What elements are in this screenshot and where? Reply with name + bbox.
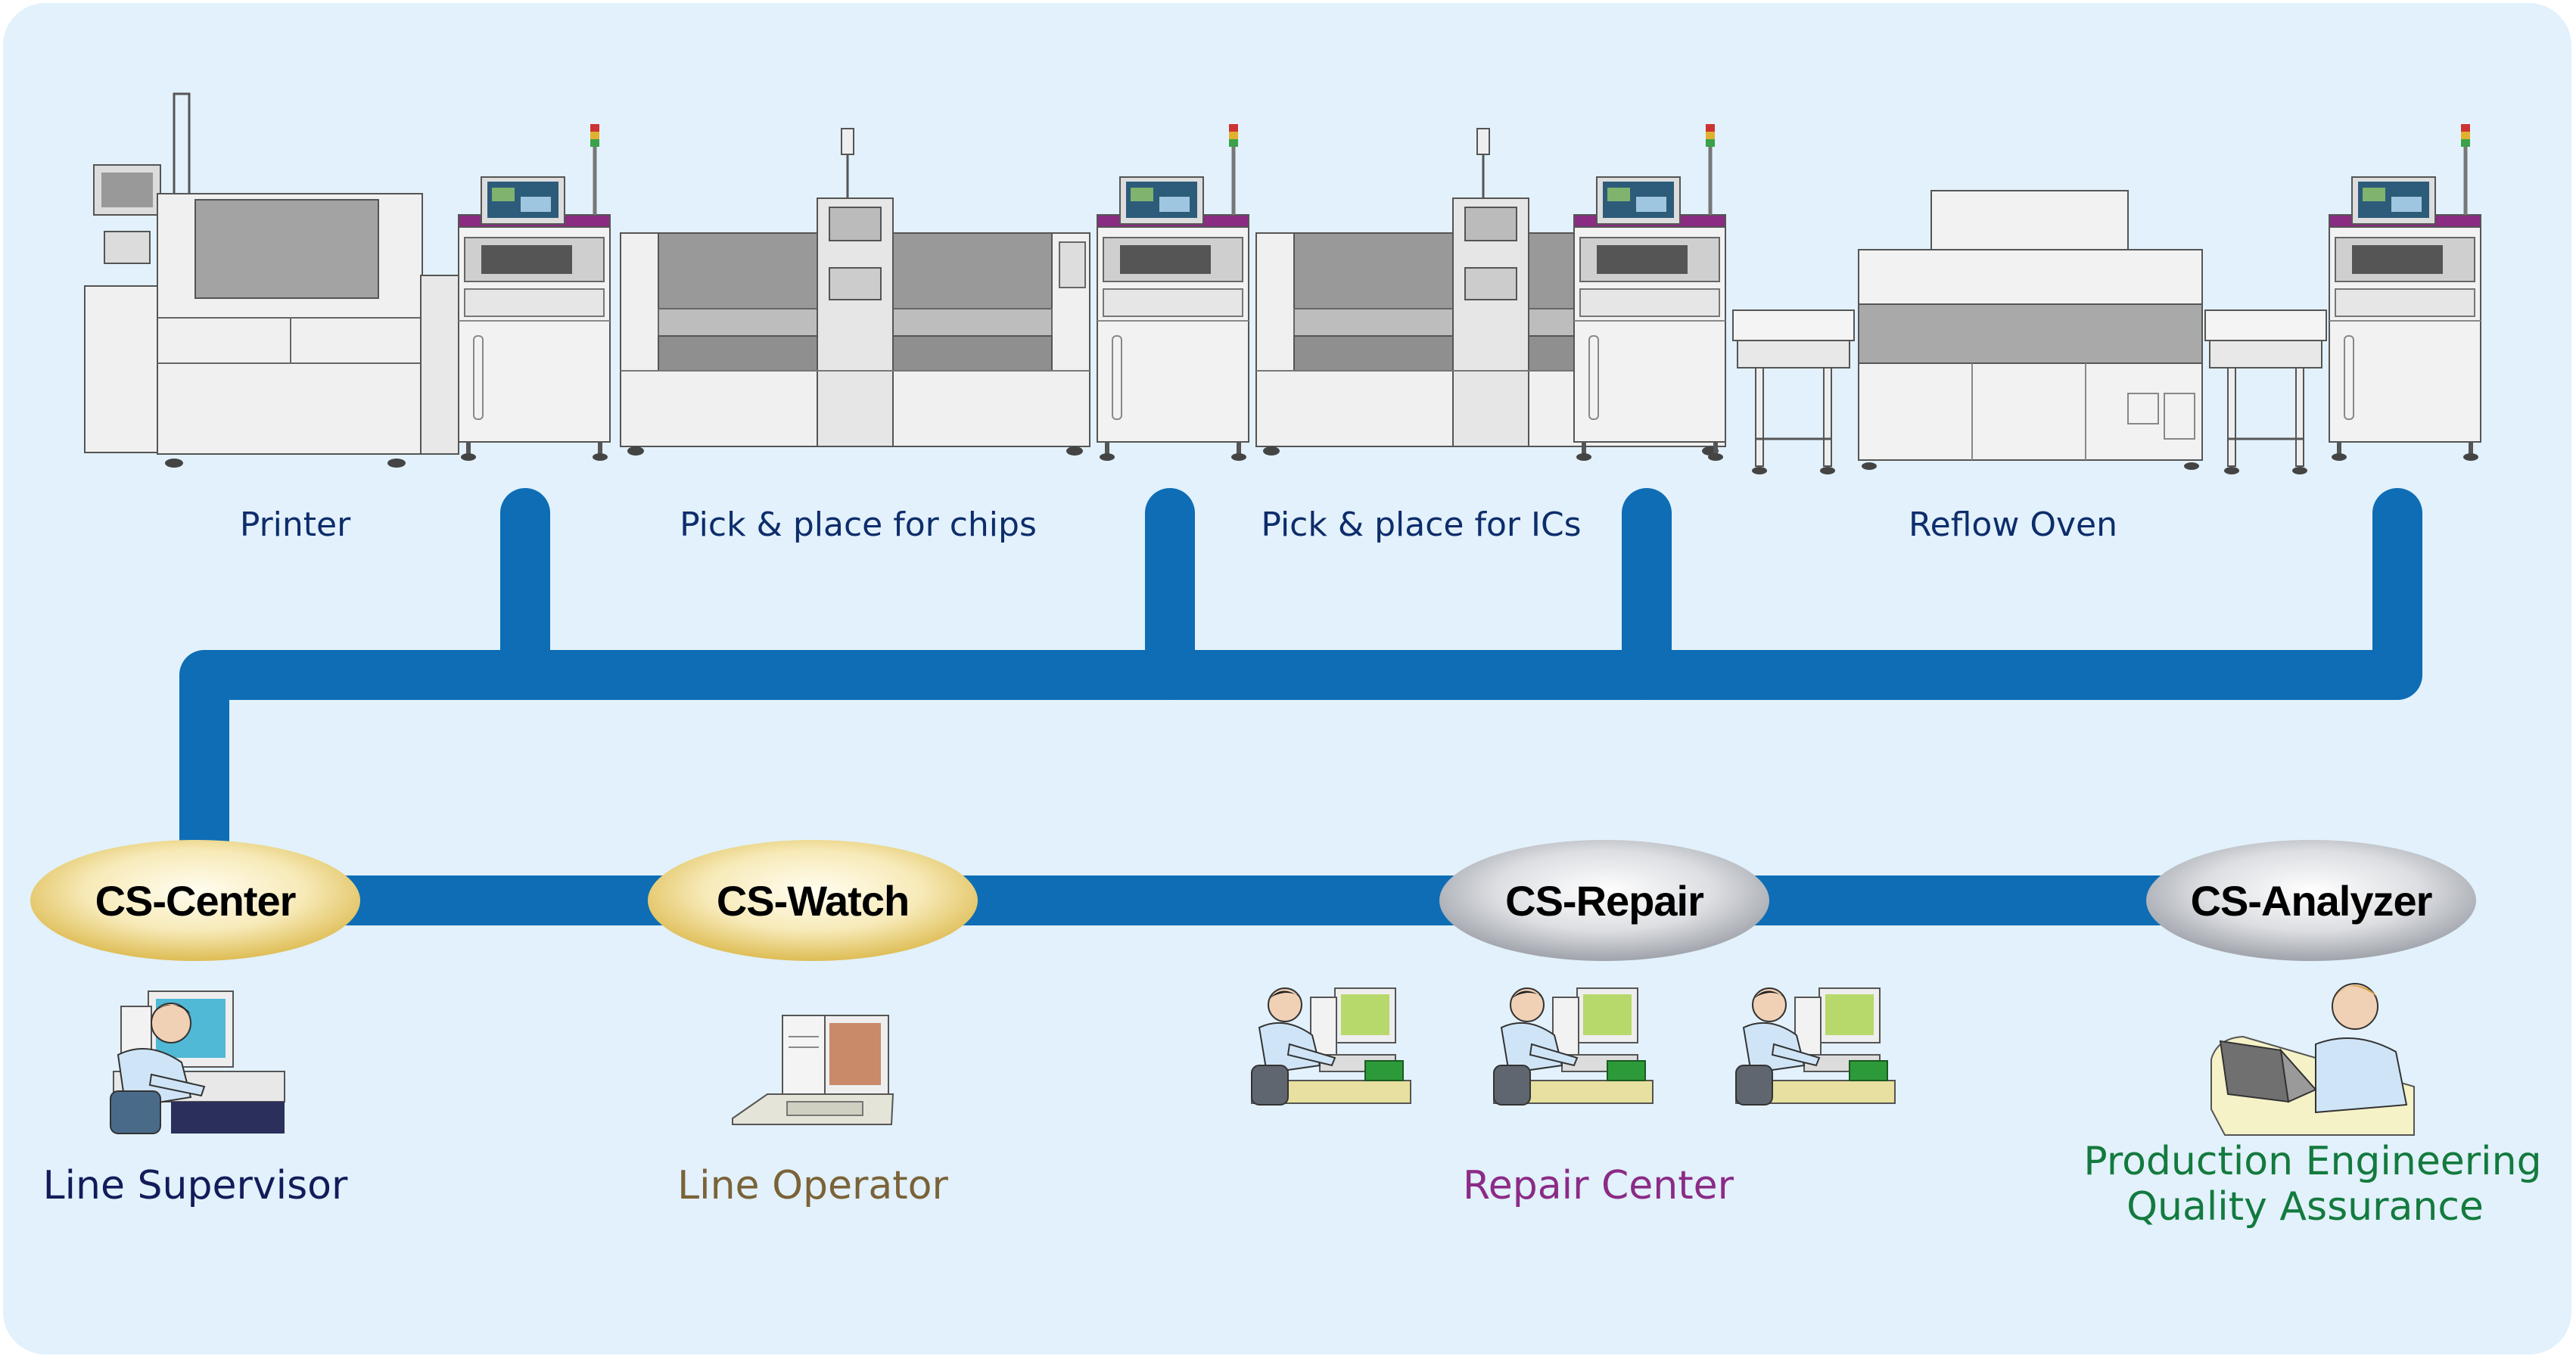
role-label-line-supervisor: Line Supervisor [43,1163,348,1208]
inspection-machine-icon [1097,124,1249,461]
inspection-machine-icon [459,124,610,461]
node-cs-repair: CS-Repair [1439,840,1769,961]
node-cs-watch: CS-Watch [648,840,978,961]
inspection-machine-icon [2329,124,2481,461]
laptop-person-icon [2210,983,2415,1136]
machine-label-pick-place-chips: Pick & place for chips [680,505,1037,544]
pick-and-place-machine-icon [619,127,1091,457]
role-label-line-operator: Line Operator [677,1163,948,1208]
node-cs-analyzer: CS-Analyzer [2146,840,2476,961]
node-label: CS-Analyzer [2191,877,2432,925]
node-label: CS-Repair [1505,877,1703,925]
desktop-computer-icon [732,1015,894,1125]
machine-label-printer: Printer [240,505,351,544]
machine-label-pick-place-ics: Pick & place for ICs [1261,505,1581,544]
role-label-production-engineering: Production Engineering [2083,1139,2541,1184]
role-label-quality-assurance: Quality Assurance [2126,1184,2484,1230]
workstation-person-icon [1251,987,1411,1106]
network-bus [179,488,2422,925]
workstation-person-icon [1493,987,1654,1106]
printer-machine-icon [84,92,459,468]
node-label: CS-Center [95,877,296,925]
workstation-person-icon [110,990,285,1134]
machine-label-reflow-oven: Reflow Oven [1909,505,2117,544]
reflow-oven-icon [1858,190,2203,470]
production-line [84,92,2481,476]
node-cs-center: CS-Center [30,840,360,961]
main-bus [179,488,2422,872]
role-label-repair-center: Repair Center [1463,1163,1734,1208]
inspection-machine-icon [1574,124,1725,461]
conveyor-icon [2204,309,2328,476]
workstation-person-icon [1735,987,1896,1106]
node-label: CS-Watch [717,877,909,925]
conveyor-icon [1731,309,1856,476]
